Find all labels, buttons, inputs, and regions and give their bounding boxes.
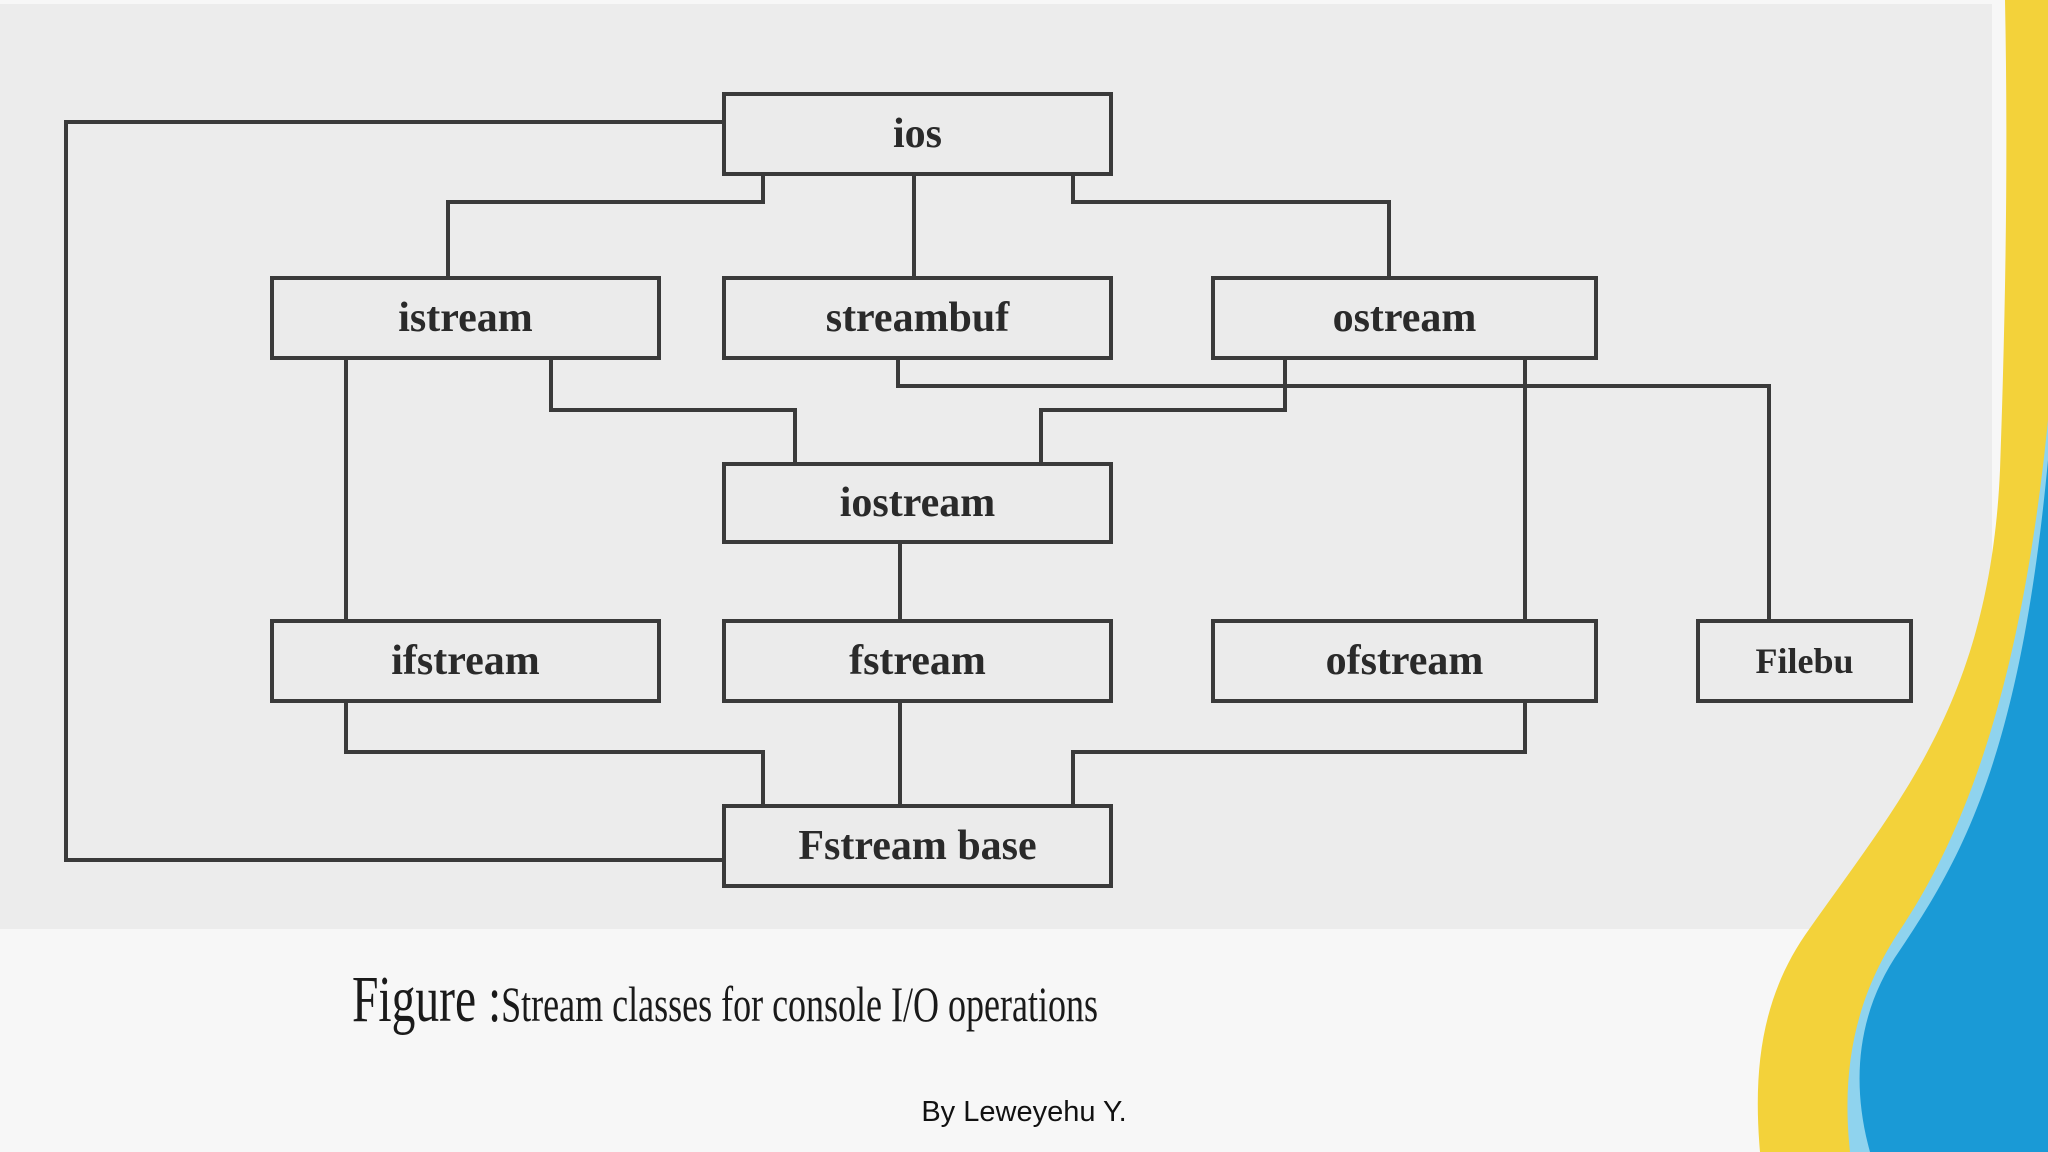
node-ios: ios	[722, 92, 1113, 176]
node-ostream: ostream	[1211, 276, 1598, 360]
node-filebu: Filebu	[1696, 619, 1913, 703]
node-fstream: fstream	[722, 619, 1113, 703]
node-iostream: iostream	[722, 462, 1113, 544]
figure-caption: Figure :Stream classes for console I/O o…	[352, 962, 1098, 1038]
node-box	[722, 619, 1113, 703]
node-fstream-base: Fstream base	[722, 804, 1113, 888]
node-label: Filebu	[1755, 641, 1853, 681]
node-label: streambuf	[826, 295, 1011, 341]
caption-prefix: Figure :	[352, 963, 502, 1036]
node-box	[1211, 619, 1598, 703]
node-box	[270, 619, 661, 703]
edge-ios-to-fstream-base	[64, 120, 724, 862]
node-box	[1211, 276, 1598, 360]
edge-istream-to-iostream	[549, 358, 797, 464]
node-label: Fstream base	[798, 823, 1036, 869]
node-label: ofstream	[1326, 638, 1484, 684]
edge-ios-to-ostream	[1071, 174, 1391, 278]
node-istream: istream	[270, 276, 661, 360]
node-box	[270, 276, 661, 360]
edge-ostream-to-iostream	[1039, 358, 1287, 464]
node-ifstream: ifstream	[270, 619, 661, 703]
node-box	[722, 276, 1113, 360]
node-box	[722, 462, 1113, 544]
caption-text: Stream classes for console I/O operation…	[501, 976, 1098, 1032]
node-streambuf: streambuf	[722, 276, 1113, 360]
node-ofstream: ofstream	[1211, 619, 1598, 703]
author-credit: By Leweyehu Y.	[921, 1096, 1127, 1128]
edge-ofstream-to-fstream-base	[1071, 701, 1527, 806]
node-label: ios	[893, 111, 942, 157]
node-label: ifstream	[391, 638, 540, 684]
node-label: fstream	[849, 638, 986, 684]
node-label: istream	[398, 295, 533, 341]
nodes-layer: ios istream streambuf ostream iostream ifstre…	[270, 92, 1913, 888]
edge-ifstream-to-fstream-base	[344, 701, 765, 806]
node-box	[722, 92, 1113, 176]
node-label: ostream	[1333, 295, 1477, 341]
node-label: iostream	[840, 480, 996, 526]
edge-ios-to-istream	[446, 174, 765, 278]
node-box	[722, 804, 1113, 888]
